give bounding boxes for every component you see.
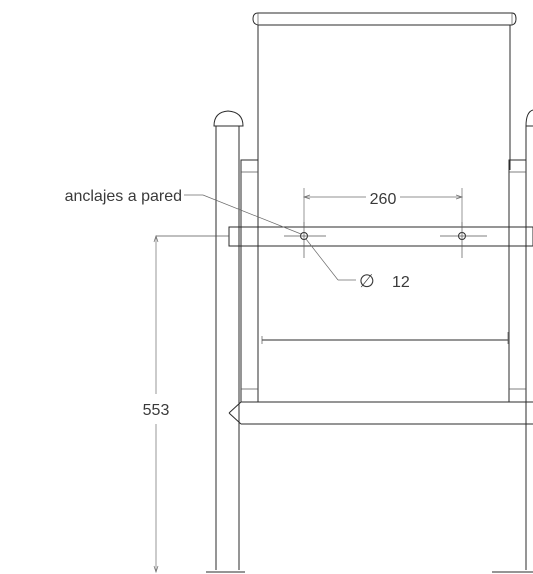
backrest-panel	[252, 12, 517, 170]
diameter-leader: ∅ 12	[305, 238, 410, 291]
crossbar	[228, 401, 533, 425]
spacing-dimension-text: 260	[370, 191, 397, 208]
spacing-dimension: 260	[302, 188, 464, 228]
height-dimension: 553	[143, 234, 170, 574]
diameter-symbol-icon: ∅	[359, 271, 375, 291]
diameter-value-text: 12	[392, 274, 410, 291]
anchor-beam	[156, 226, 533, 247]
left-post	[206, 110, 259, 573]
right-post	[492, 109, 533, 573]
height-dimension-text: 553	[143, 402, 170, 419]
seat-support	[261, 332, 509, 344]
anchor-label-text: anclajes a pared	[65, 188, 182, 205]
anchor-leader: anclajes a pared	[65, 188, 302, 235]
